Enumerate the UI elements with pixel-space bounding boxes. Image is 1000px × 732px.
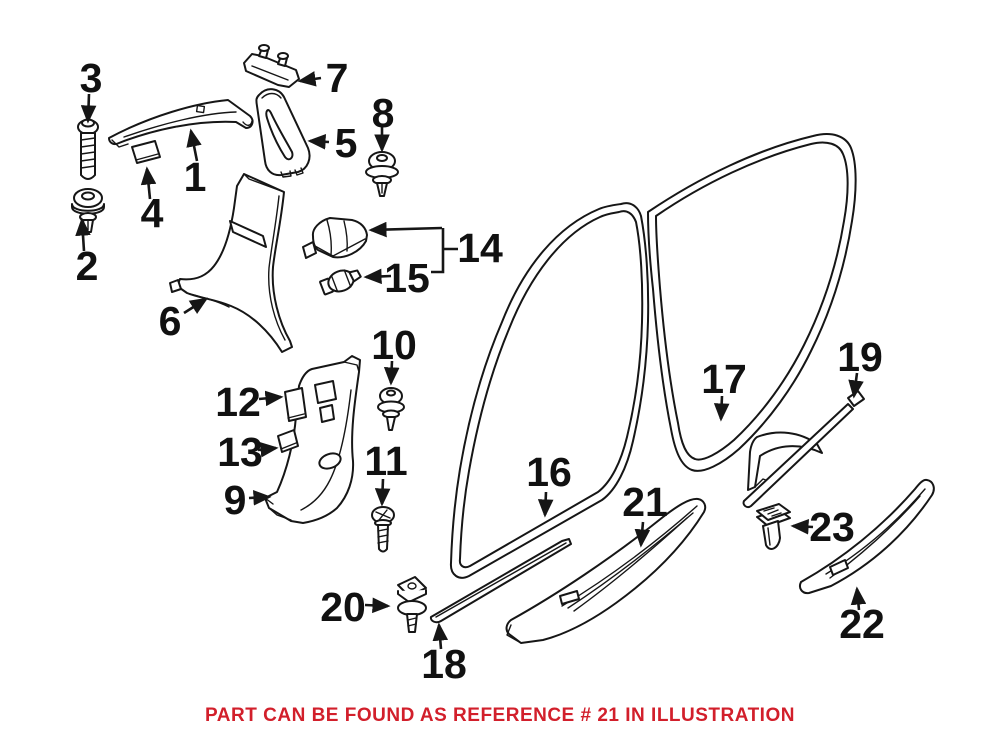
part-1-a-pillar-trim [108, 99, 254, 148]
callout-12: 12 [215, 379, 261, 425]
part-10-clip [377, 387, 405, 431]
callout-15: 15 [384, 255, 430, 301]
callout-13: 13 [217, 429, 263, 475]
part-9-kick-panel-trim [264, 355, 361, 524]
callout-4: 4 [141, 190, 164, 236]
part-16-front-door-seal [449, 202, 650, 579]
part-22-rear-sill-plate [799, 478, 935, 595]
leader-19 [848, 372, 864, 399]
leader-15 [363, 268, 392, 285]
leader-6 [183, 297, 209, 315]
part-18-sill-strip [429, 538, 572, 624]
part-14-lamp-module [302, 217, 368, 259]
callout-18: 18 [421, 641, 467, 687]
part-12-pad [284, 387, 307, 422]
leader-3 [80, 93, 97, 124]
callout-19: 19 [837, 334, 883, 380]
callout-10: 10 [371, 322, 417, 368]
leader-16 [537, 491, 554, 518]
part-2-clip [71, 188, 105, 233]
callout-numbers: 1 2 3 4 5 6 7 8 9 10 11 12 13 14 15 16 1… [76, 55, 885, 687]
callout-7: 7 [326, 55, 349, 101]
part-13-cap [277, 429, 299, 453]
leader-21 [634, 521, 651, 548]
part-8-grommet [365, 151, 399, 197]
part-5-b-pillar-upper-trim [255, 88, 311, 178]
callout-5: 5 [335, 120, 358, 166]
leader-2 [75, 217, 91, 252]
leader-arrows [75, 71, 867, 650]
callout-20: 20 [320, 584, 366, 630]
part-11-screw [371, 506, 395, 553]
bracket-14-15 [431, 228, 458, 274]
callout-2: 2 [76, 243, 99, 289]
part-23-clip [756, 503, 791, 550]
part-19-rear-sill-strip [742, 390, 865, 509]
leader-12 [258, 390, 284, 407]
callout-8: 8 [372, 90, 395, 136]
callout-9: 9 [224, 477, 247, 523]
part-21-front-sill-plate [505, 497, 707, 644]
callout-23: 23 [809, 504, 855, 550]
leader-11 [374, 478, 391, 507]
part-7-bracket [243, 44, 300, 88]
leader-18 [432, 622, 449, 650]
leader-20 [364, 597, 391, 614]
part-6-b-pillar-lower-trim [169, 173, 293, 353]
callout-21: 21 [622, 479, 668, 525]
callout-17: 17 [701, 356, 747, 402]
footer-note: PART CAN BE FOUND AS REFERENCE # 21 IN I… [205, 705, 795, 726]
part-15-bulb [319, 269, 362, 296]
leader-10 [383, 360, 400, 386]
part-3-screw [77, 118, 99, 180]
callout-11: 11 [364, 438, 407, 484]
callout-16: 16 [526, 449, 572, 495]
callout-14: 14 [457, 225, 503, 271]
leader-4 [140, 166, 157, 200]
leader-7 [297, 71, 322, 87]
leader-14 [368, 221, 443, 238]
leader-17 [713, 395, 730, 422]
leader-1 [186, 128, 202, 162]
callout-22: 22 [839, 601, 885, 647]
part-20-clip [397, 576, 427, 633]
leader-5 [307, 134, 330, 150]
callout-6: 6 [159, 298, 182, 344]
part-4-pad [131, 140, 161, 164]
leader-9 [248, 489, 272, 506]
part-17-rear-door-seal [647, 133, 857, 472]
leader-22 [850, 586, 867, 611]
callout-1: 1 [184, 154, 207, 200]
leader-13 [257, 441, 279, 458]
leader-23 [790, 518, 814, 535]
callout-3: 3 [80, 55, 103, 101]
